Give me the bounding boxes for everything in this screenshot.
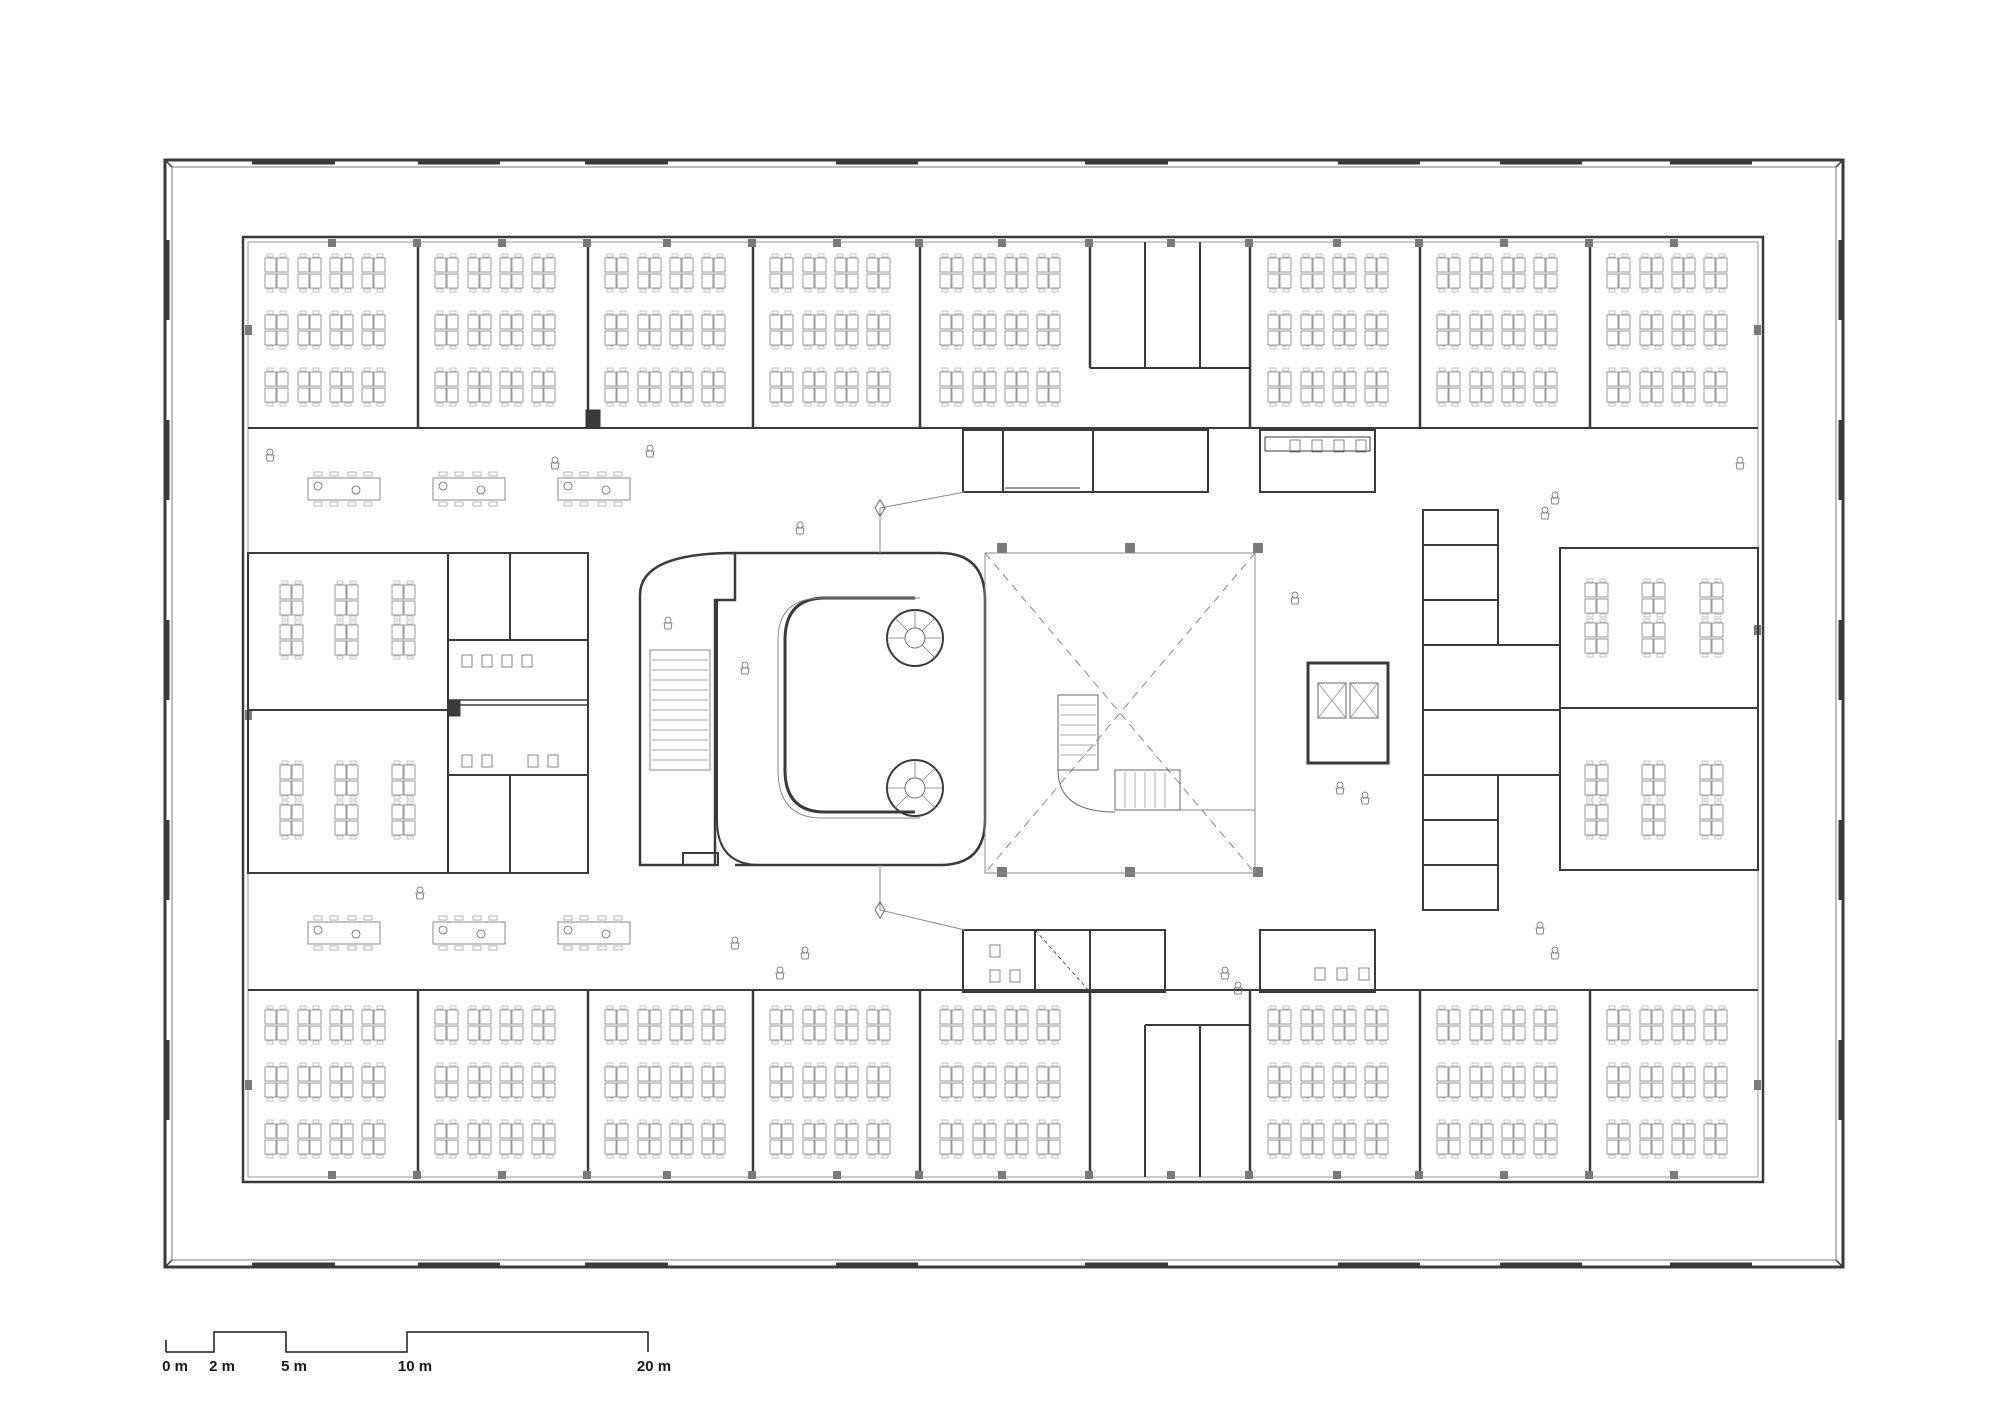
- left-office-block: [247, 552, 589, 874]
- workstations-bottom: [264, 1005, 1728, 1159]
- scale-label-10: 10 m: [397, 1358, 433, 1375]
- elevator-core: [1306, 661, 1390, 765]
- workstations-top: [264, 253, 1728, 407]
- people: [265, 444, 1745, 995]
- scale-label-5: 5 m: [281, 1358, 307, 1375]
- scale-label-0: 0 m: [162, 1358, 188, 1375]
- facade: [163, 158, 1845, 1269]
- scale-label-2: 2 m: [209, 1358, 235, 1375]
- bottom-service-cores: [962, 929, 1376, 993]
- scale-label-20: 20 m: [636, 1358, 672, 1375]
- washroom-fixtures: [461, 439, 1370, 983]
- right-office-block: [1422, 509, 1759, 911]
- glass-partitions: [874, 491, 966, 931]
- atrium-void: [984, 552, 1256, 874]
- top-service-cores: [962, 429, 1376, 493]
- top-office-row: [248, 242, 1758, 429]
- central-atrium: [638, 551, 987, 867]
- scale-bar: [165, 1331, 649, 1353]
- bottom-office-row: [248, 989, 1758, 1177]
- structural-columns: [245, 239, 1761, 1179]
